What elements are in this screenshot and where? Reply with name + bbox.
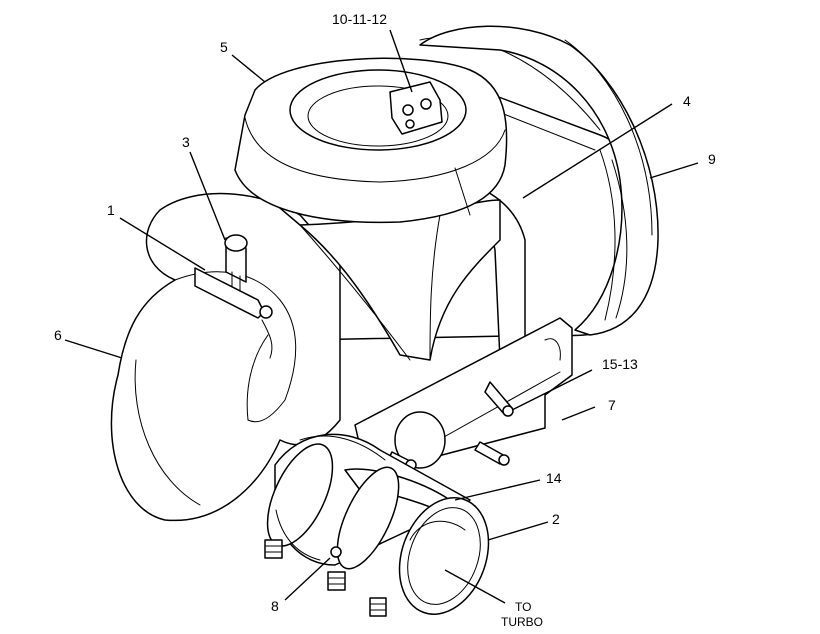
- leader-1: [119, 217, 206, 271]
- callout-8: 8: [271, 598, 279, 614]
- leader-to-turbo: [444, 569, 506, 604]
- top-clamp: [389, 81, 443, 135]
- callout-14: 14: [546, 470, 562, 486]
- leader-3: [189, 151, 226, 241]
- outlet-note-line2: TURBO: [501, 615, 543, 629]
- callout-3: 3: [182, 134, 190, 150]
- leader-15-13: [511, 369, 593, 411]
- end-cover: [419, 25, 659, 336]
- leader-4: [522, 103, 673, 199]
- leader-8: [284, 557, 331, 601]
- leader-6: [64, 339, 123, 359]
- callout-15-13: 15-13: [602, 356, 638, 372]
- leader-10-11-12: [389, 29, 413, 93]
- leader-2: [487, 521, 549, 541]
- callout-5: 5: [220, 39, 228, 55]
- outlet-note-line1: TO: [515, 600, 531, 614]
- leader-9: [649, 162, 699, 179]
- top-inlet-hood: [234, 57, 508, 224]
- service-indicator: [224, 234, 248, 296]
- leader-lines: [64, 29, 699, 604]
- leader-5: [231, 54, 266, 83]
- leader-14: [454, 479, 541, 501]
- mounting-bracket: [354, 317, 573, 471]
- callout-labels: 10-11-12 5 3 1 6 4 9 15-13 7 14 2 8 TO T…: [54, 11, 716, 629]
- elbow-clamp: [194, 267, 273, 359]
- callout-9: 9: [708, 151, 716, 167]
- leader-7: [561, 406, 596, 421]
- outlet-assembly: [264, 433, 490, 617]
- callout-6: 6: [54, 327, 62, 343]
- callout-2: 2: [552, 511, 560, 527]
- callout-7: 7: [608, 397, 616, 413]
- callout-10-11-12: 10-11-12: [332, 11, 387, 27]
- callout-4: 4: [683, 93, 691, 109]
- callout-1: 1: [107, 202, 115, 218]
